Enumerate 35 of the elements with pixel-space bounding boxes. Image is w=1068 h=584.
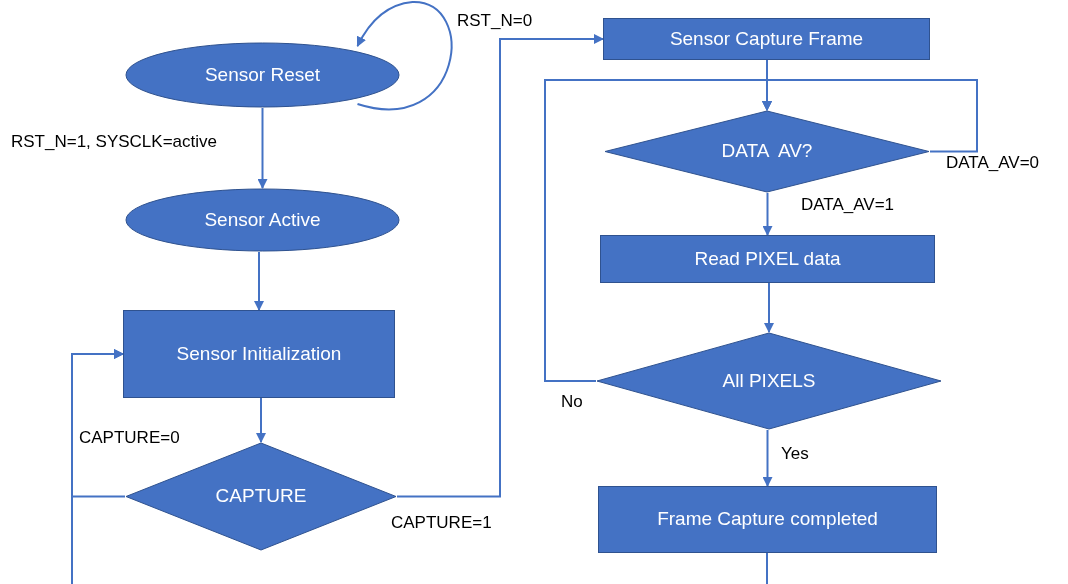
node-text: Read PIXEL data [694, 246, 841, 271]
node-text: Sensor Capture Frame [669, 26, 864, 51]
arrow [356, 1, 453, 111]
node-text: Frame Capture completed [657, 507, 878, 532]
arrow [764, 282, 774, 333]
decision-diamond [604, 110, 930, 193]
edge-label: RST_N=0 [456, 12, 534, 29]
process-box [598, 486, 937, 553]
arrow [762, 192, 773, 236]
node-text: DATA AV? [721, 139, 813, 164]
arrow [257, 107, 268, 189]
node-text: CAPTURE [215, 484, 307, 509]
node-text: Sensor Active [204, 207, 321, 232]
process-box [600, 235, 935, 283]
node-text: Sensor Reset [204, 62, 321, 87]
state-ellipse [125, 188, 400, 252]
process-box [123, 310, 395, 398]
edge-label: CAPTURE=1 [390, 514, 493, 531]
node-text: All PIXELS [722, 368, 816, 393]
arrow [544, 79, 772, 382]
arrow [71, 349, 124, 584]
decision-diamond [596, 332, 942, 430]
edge-label: CAPTURE=0 [78, 429, 181, 446]
edge-label: DATA_AV=0 [945, 154, 1041, 171]
arrow [254, 251, 264, 311]
node-text: Sensor Initialization [176, 341, 342, 366]
edge-label: RST_N=1, SYSCLK=active [10, 133, 218, 150]
edge-label: No [560, 393, 584, 410]
state-ellipse [125, 42, 400, 108]
edge-label: DATA_AV=1 [800, 196, 896, 213]
arrow [762, 429, 773, 487]
edge-label: Yes [780, 445, 810, 462]
process-box [603, 18, 930, 60]
arrow [396, 34, 604, 498]
arrow [256, 397, 266, 443]
